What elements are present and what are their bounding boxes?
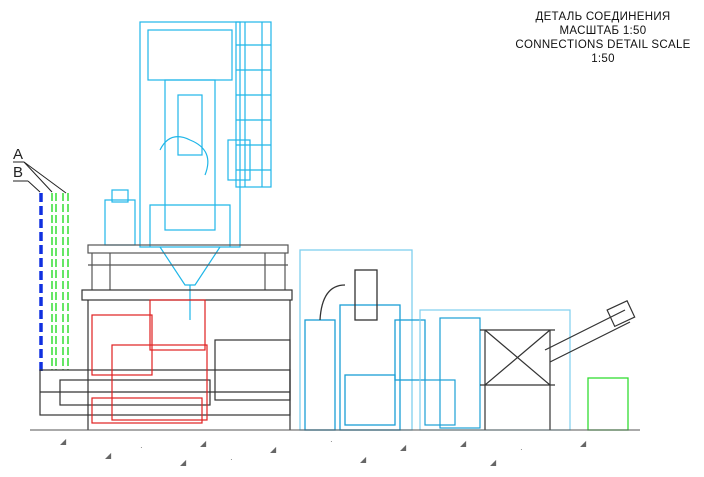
- red-components: [91, 299, 208, 424]
- svg-text:·: ·: [330, 437, 333, 446]
- dryer-tower: [104, 21, 272, 320]
- ground-hatch: ◢ · ◢ ◢ · ◢ ◢ · ◢ ◢ · ◢ ◢ ◢: [60, 437, 587, 467]
- middle-machine: [299, 249, 426, 431]
- svg-text:◢: ◢: [580, 439, 587, 448]
- drawing-title: ДЕТАЛЬ СОЕДИНЕНИЯ МАСШТАБ 1:50 CONNECTIO…: [505, 10, 701, 66]
- svg-text:◢: ◢: [460, 439, 467, 448]
- inclined-conveyor: [544, 299, 636, 363]
- svg-text:·: ·: [230, 455, 233, 464]
- title-ru: ДЕТАЛЬ СОЕДИНЕНИЯ: [535, 11, 671, 23]
- svg-text:◢: ◢: [105, 451, 112, 460]
- svg-text:◢: ◢: [360, 455, 367, 464]
- svg-text:◢: ◢: [400, 443, 407, 452]
- svg-text:◢: ◢: [60, 437, 67, 446]
- downstream-line: [419, 309, 571, 431]
- label-a: A: [13, 146, 24, 163]
- svg-text:◢: ◢: [270, 445, 277, 454]
- extruder-frame: [39, 289, 293, 430]
- platform: [87, 244, 289, 290]
- scale-en: 1:50: [591, 53, 615, 65]
- label-b: B: [13, 164, 24, 181]
- scale-ru: МАСШТАБ 1:50: [559, 25, 647, 37]
- svg-text:·: ·: [140, 443, 143, 452]
- title-en: CONNECTIONS DETAIL SCALE: [515, 39, 691, 51]
- bin-box: [587, 377, 629, 431]
- leader-lines: [13, 161, 67, 194]
- svg-text:◢: ◢: [490, 458, 497, 467]
- connection-lines-a: [51, 193, 69, 370]
- svg-text:◢: ◢: [200, 439, 207, 448]
- svg-text:◢: ◢: [180, 458, 187, 467]
- svg-text:·: ·: [520, 445, 523, 454]
